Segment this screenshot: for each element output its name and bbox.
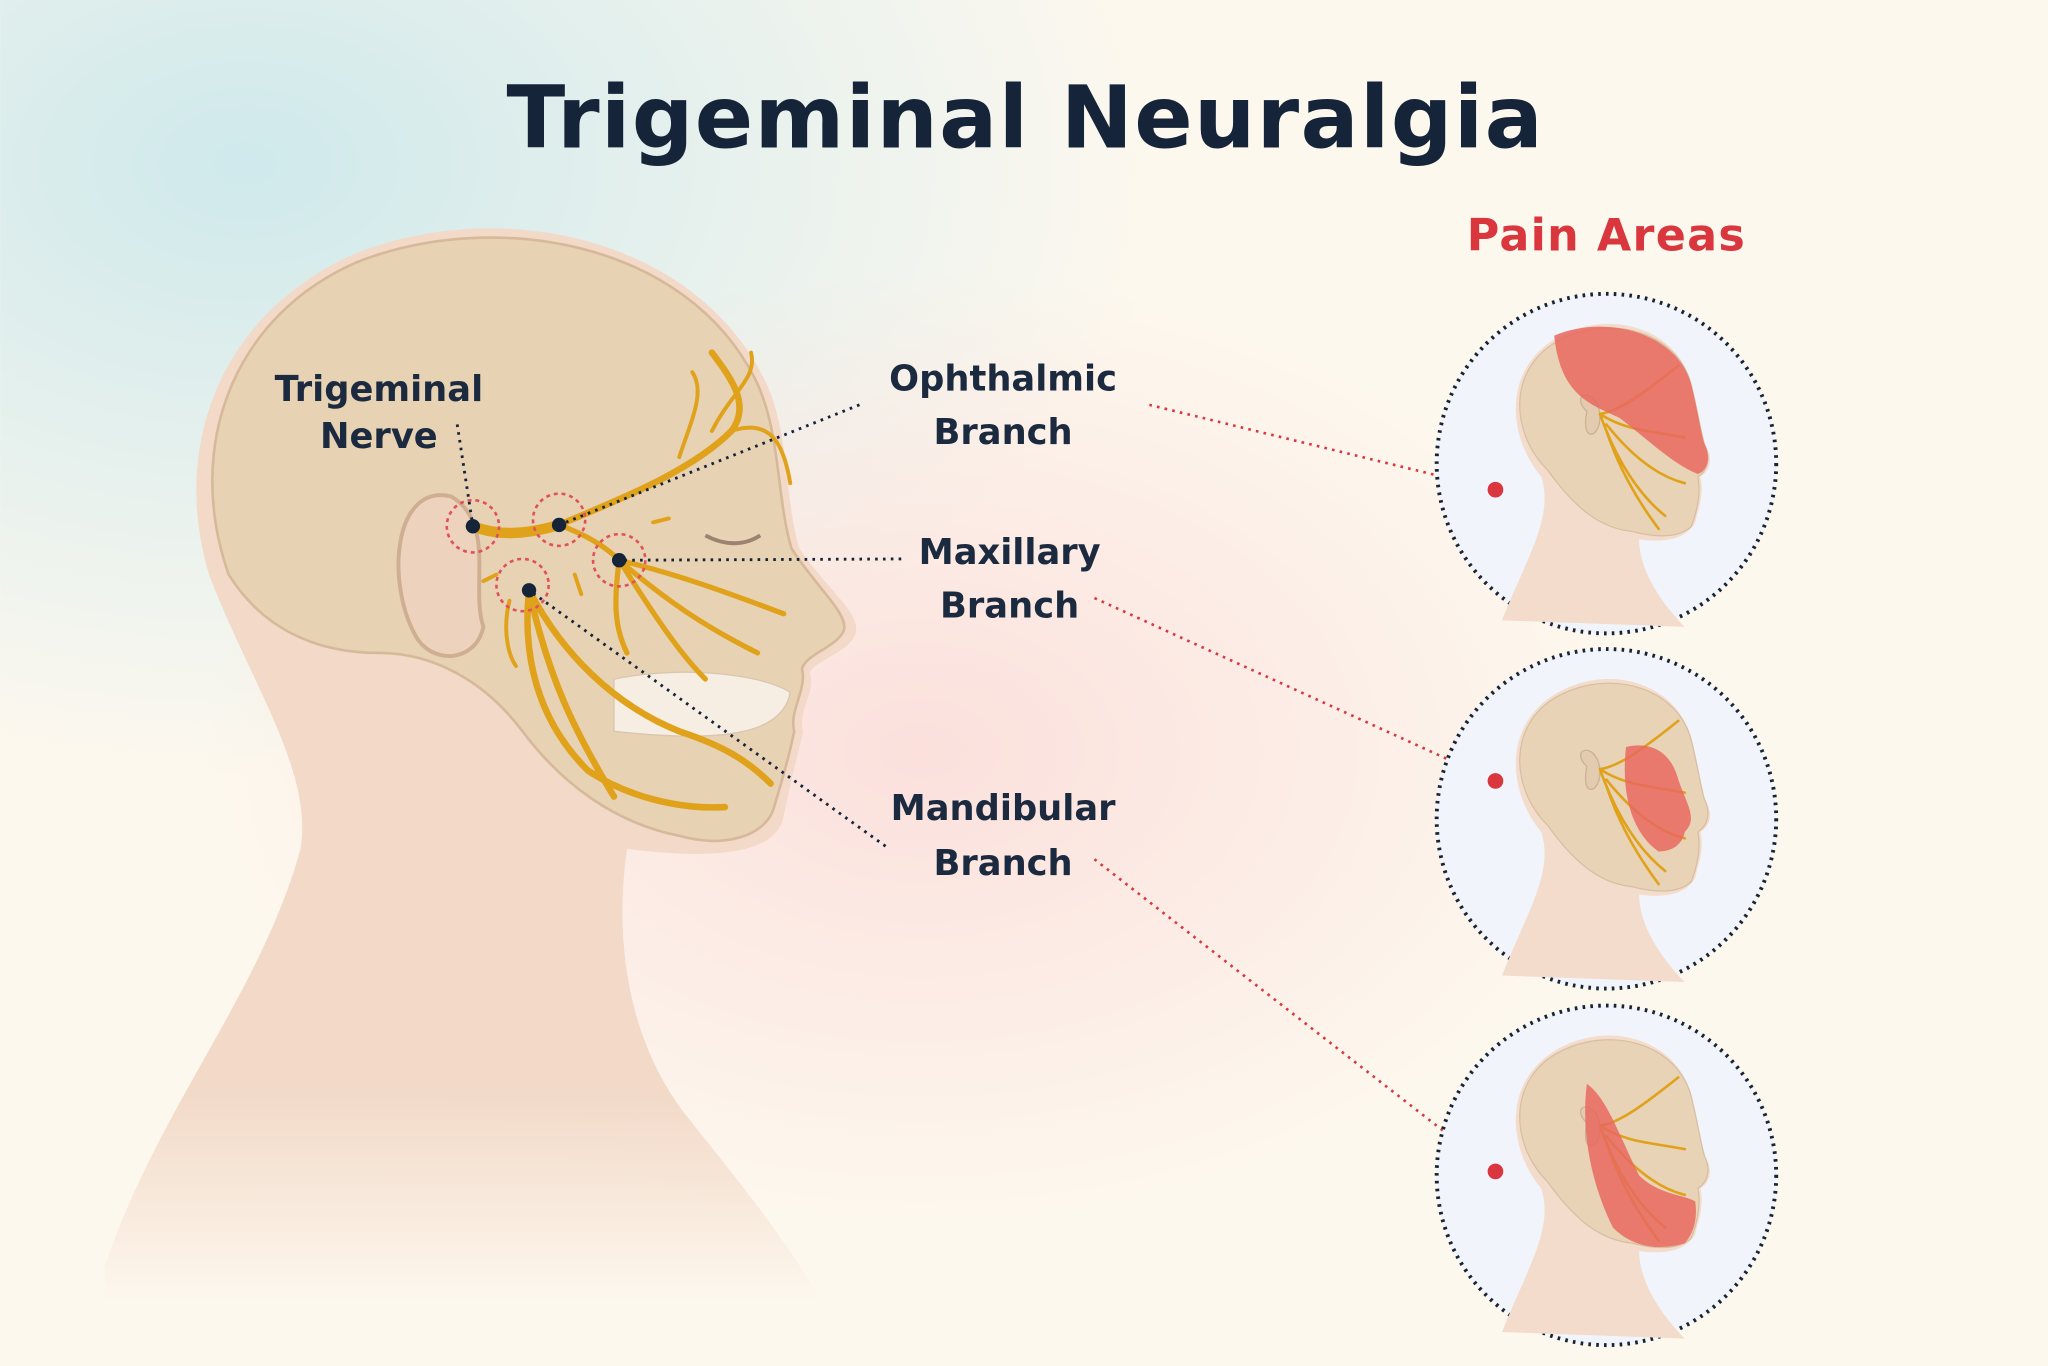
pain-region-cheek	[1624, 745, 1691, 852]
label-leader-lines	[455, 403, 902, 848]
eye	[704, 533, 762, 546]
label-trigeminal-nerve-2: Nerve	[320, 416, 438, 457]
ophthalmic-dot	[551, 517, 567, 533]
pain-areas-heading: Pain Areas	[1467, 211, 1746, 262]
label-mandibular-1: Mandibular	[891, 788, 1116, 829]
mini-head	[1501, 323, 1710, 627]
pain-marker-dot	[1487, 773, 1504, 789]
ophthalmic-highlight	[531, 492, 587, 548]
leader-trigeminal	[455, 424, 475, 527]
label-maxillary-2: Branch	[940, 586, 1079, 627]
pain-leader-lines	[1093, 403, 1497, 1173]
pain-marker-dot	[1487, 1163, 1504, 1180]
pain-marker-dot	[1487, 481, 1504, 498]
pain-region-forehead	[1554, 326, 1708, 475]
leader-maxillary	[619, 557, 902, 562]
ear	[396, 493, 486, 658]
label-ophthalmic-1: Ophthalmic	[889, 358, 1117, 399]
leader-mandibular	[528, 589, 887, 848]
main-head-illustration	[104, 228, 857, 1306]
pain-line-maxillary	[1093, 596, 1496, 783]
pain-area-maxillary	[1434, 647, 1779, 991]
label-mandibular-2: Branch	[934, 843, 1073, 884]
mini-head	[1501, 679, 1710, 983]
pain-area-mandibular	[1434, 1003, 1779, 1348]
maxillary-highlight	[591, 532, 647, 588]
label-maxillary-1: Maxillary	[919, 532, 1101, 573]
pain-region-jaw	[1585, 1083, 1696, 1248]
label-trigeminal-nerve-1: Trigeminal	[275, 369, 484, 410]
pain-area-ophthalmic	[1434, 291, 1779, 636]
page-title: Trigeminal Neuralgia	[507, 69, 1545, 169]
pain-line-mandibular	[1093, 858, 1497, 1173]
label-ophthalmic-2: Branch	[934, 412, 1073, 453]
mini-head	[1501, 1035, 1710, 1339]
